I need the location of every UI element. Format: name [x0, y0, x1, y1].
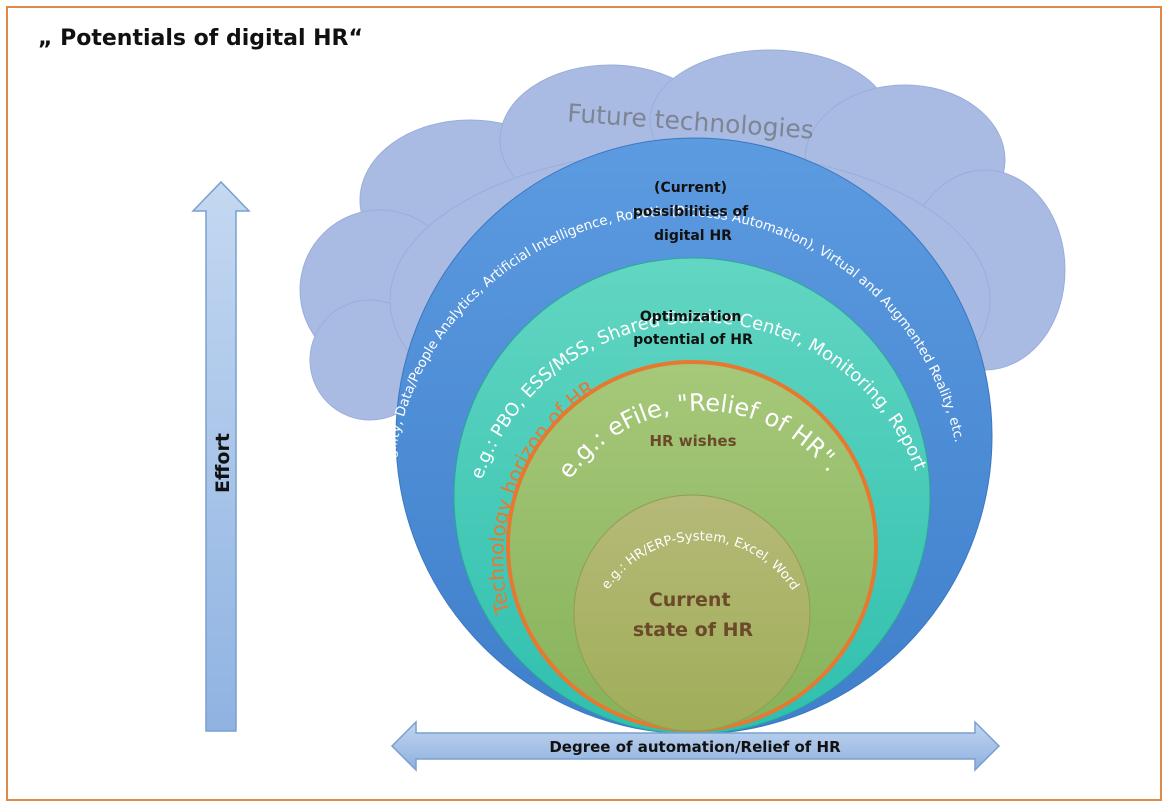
hr-wishes-label: HR wishes [649, 432, 736, 450]
current-possibilities-label: (Current) possibilities of digital HR [633, 180, 753, 244]
current-state-label: Current state of HR [633, 589, 754, 641]
current-state-circle [573, 494, 811, 732]
page-title: „ Potentials of digital HR“ [38, 26, 363, 51]
effort-label: Effort [212, 433, 234, 493]
effort-arrow: Effort [191, 180, 251, 732]
automation-label: Degree of automation/Relief of HR [549, 738, 841, 756]
automation-arrow: Degree of automation/Relief of HR [390, 720, 1001, 772]
optimization-potential-label: Optimization potential of HR [633, 309, 753, 348]
